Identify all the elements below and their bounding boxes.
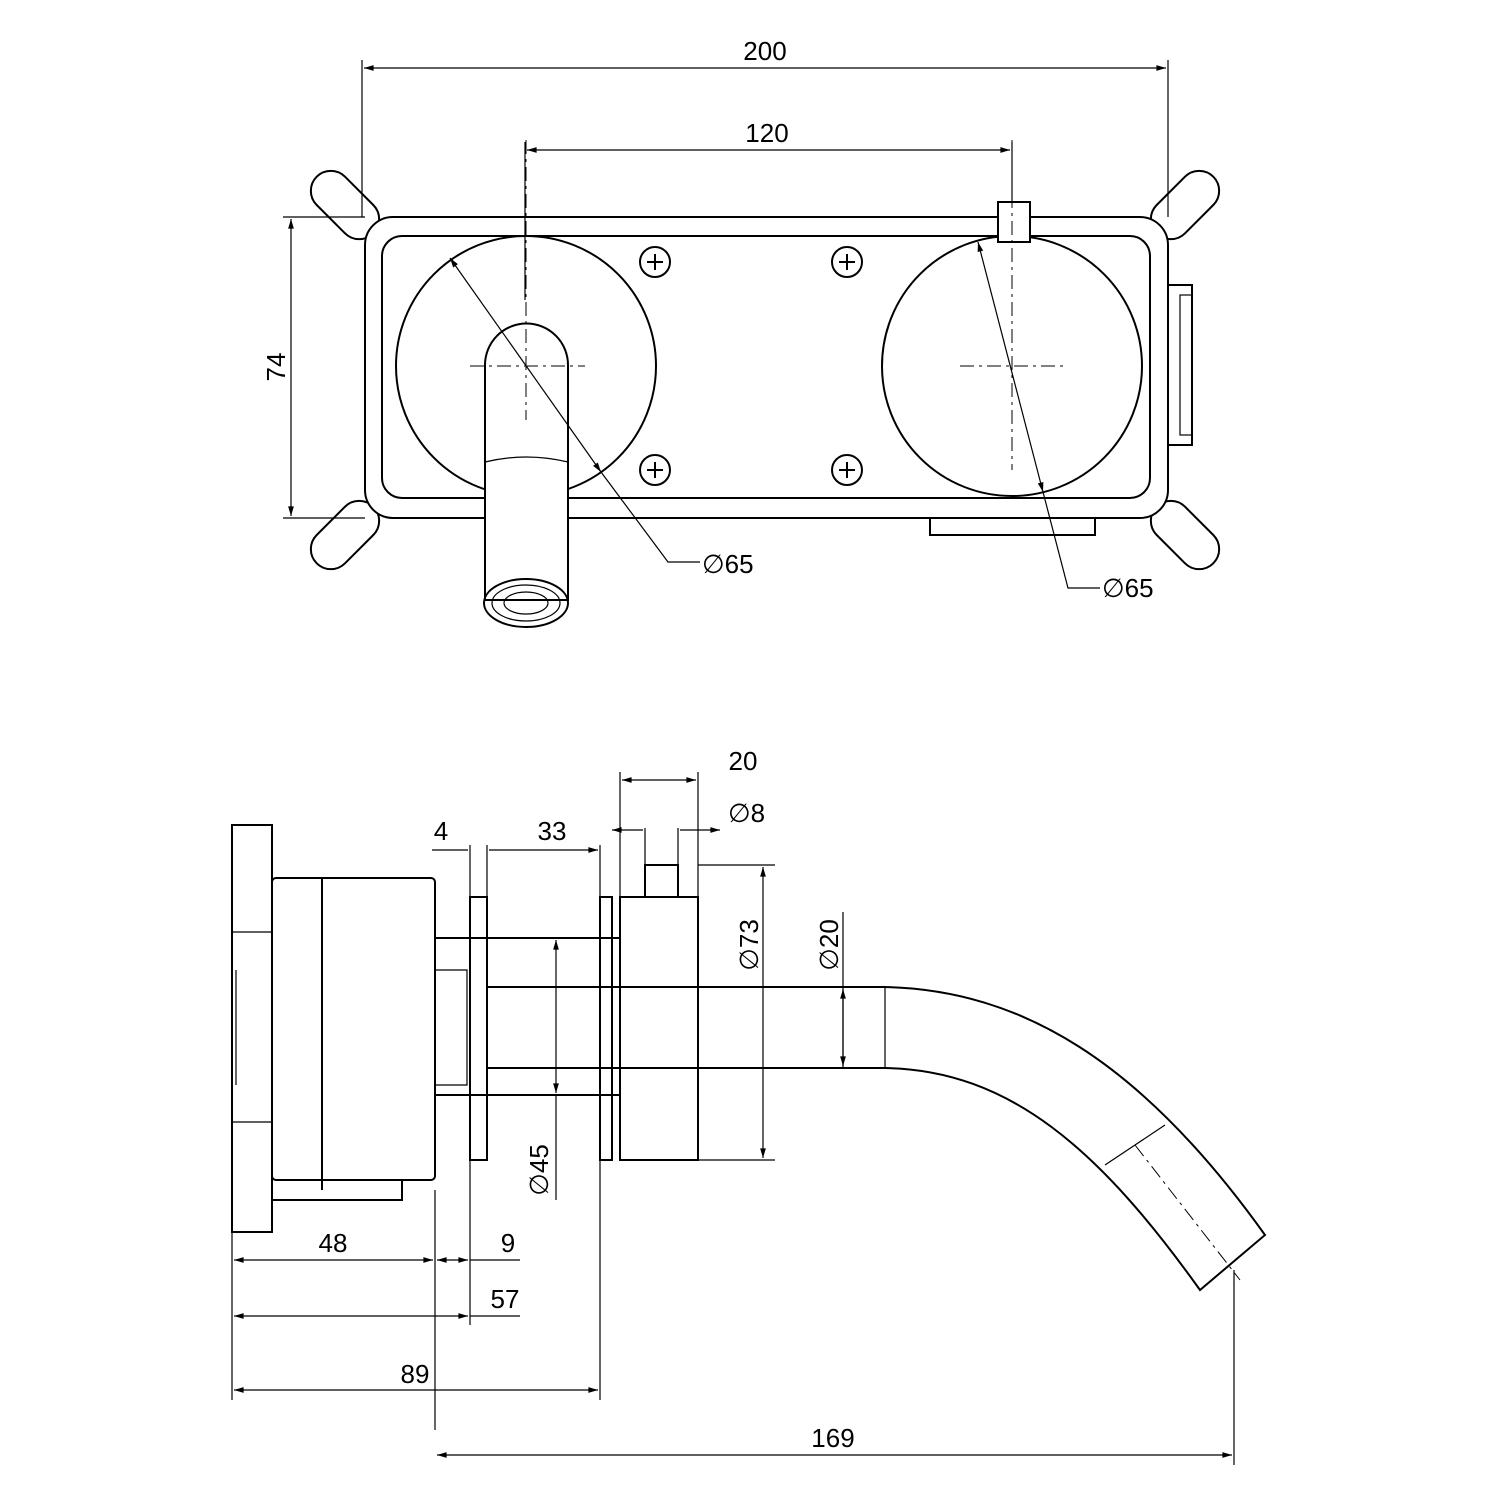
cartridge-ring — [599, 896, 613, 1161]
top-view: 200 120 74 ∅65 ∅65 — [261, 36, 1221, 628]
dim-handle-width: 20 — [729, 746, 758, 776]
dim-body-depth: 48 — [319, 1228, 348, 1258]
dim-to-flange: 57 — [491, 1284, 520, 1314]
dim-to-handle: 89 — [401, 1359, 430, 1389]
handle-knob — [644, 864, 679, 898]
valve-body — [271, 877, 436, 1181]
dim-center-distance: 120 — [745, 118, 788, 148]
side-view: 20 ∅8 4 33 ∅73 ∅20 ∅45 48 9 57 89 169 — [231, 746, 1267, 1465]
rosette-flange — [469, 896, 488, 1161]
dim-handle-diameter: ∅73 — [734, 919, 764, 971]
dim-right-diameter: ∅65 — [1102, 573, 1154, 603]
dim-flange-thickness: 4 — [434, 816, 448, 846]
dim-spout-diameter: ∅20 — [814, 919, 844, 971]
spout-side — [487, 986, 1267, 1292]
mounting-box-inner — [381, 235, 1151, 499]
dim-height: 74 — [261, 353, 291, 382]
dim-knob-diameter: ∅8 — [728, 798, 765, 828]
dim-flange-gap: 33 — [538, 816, 567, 846]
wall-plate — [231, 824, 273, 1233]
aerator — [483, 578, 569, 628]
dim-flange-offset: 9 — [501, 1228, 515, 1258]
dim-spout-reach: 169 — [811, 1423, 854, 1453]
dim-width-overall: 200 — [743, 36, 786, 66]
bottom-fitting — [929, 517, 1096, 536]
handle-block — [619, 896, 699, 1161]
dim-left-diameter: ∅65 — [702, 549, 754, 579]
screw-icons — [639, 246, 863, 486]
handle-lever — [997, 201, 1031, 243]
dim-rosette-diameter: ∅45 — [524, 1144, 554, 1196]
